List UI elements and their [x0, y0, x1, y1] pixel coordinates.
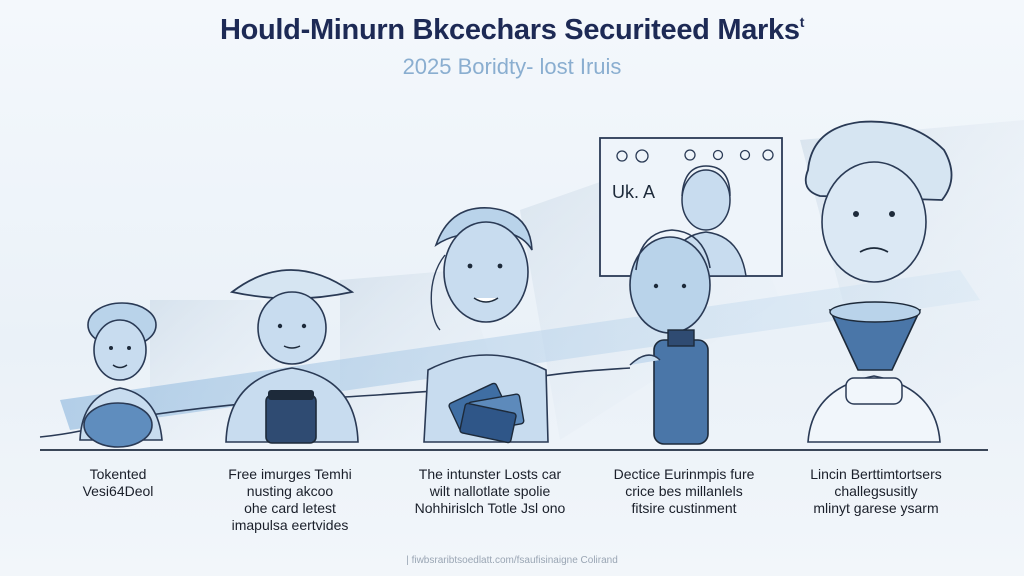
face — [443, 221, 529, 323]
caption-line: nusting akcoo — [246, 483, 334, 499]
jar-lid — [268, 390, 314, 400]
caption-line: Lincin Berttimtortsers — [810, 466, 942, 482]
caption-1: Tokented Vesi64Deol — [18, 466, 218, 500]
page-title: Hould-Minurn Bkcechars Securiteed Markst — [0, 14, 1024, 47]
eye — [467, 263, 473, 269]
clock-icon — [635, 149, 649, 163]
settings-icon — [762, 149, 774, 161]
eye — [681, 283, 687, 289]
caption-line: imapulsa eertvides — [231, 517, 349, 533]
portrait-hair — [681, 165, 731, 197]
face — [93, 319, 147, 381]
funnel-top — [829, 301, 921, 323]
connector-line — [430, 254, 446, 331]
eye — [277, 323, 283, 329]
caption-line: wilt nallotlate spolie — [429, 483, 551, 499]
mouth — [473, 297, 499, 303]
bottle — [653, 339, 709, 445]
caption-line: fitsire custinment — [631, 500, 737, 516]
frown — [859, 247, 889, 253]
mouth — [112, 364, 128, 369]
caption-line: mlinyt garese ysarm — [813, 500, 939, 516]
ground-line — [40, 449, 988, 451]
figure-money-person — [423, 207, 549, 444]
mouth — [283, 345, 301, 349]
bell-icon — [739, 149, 751, 161]
hand — [629, 354, 661, 366]
caption-line: Vesi64Deol — [82, 483, 154, 499]
bottle-neck — [667, 329, 695, 347]
eye — [889, 211, 895, 217]
eye — [301, 323, 307, 329]
caption-line: Free imurges Temhi — [228, 466, 352, 482]
portrait-face — [681, 169, 731, 231]
caption-line: challegsusitly — [834, 483, 918, 499]
eye — [127, 346, 131, 350]
eye — [653, 283, 659, 289]
magnifier-icon — [712, 149, 724, 161]
source-footer: | fiwbsraribtsoedlatt.com/fsaufisinaigne… — [406, 555, 618, 566]
page-subtitle: 2025 Boridty- lost Iruis — [402, 54, 622, 79]
caption-line: Tokented — [89, 466, 147, 482]
figure-bottle-person — [629, 229, 711, 445]
banknotes — [448, 382, 525, 444]
eye — [853, 211, 859, 217]
gear-icon — [616, 150, 628, 162]
caption-3: The intunster Losts car wilt nallotlate … — [390, 466, 590, 517]
collar — [845, 377, 903, 405]
sweater — [807, 375, 941, 443]
face — [821, 161, 927, 283]
caption-5: Lincin Berttimtortsers challegsusitly ml… — [776, 466, 976, 517]
caption-line: crice bes millanlels — [625, 483, 743, 499]
page-title-text: Hould-Minurn Bkcechars Securiteed Marks — [219, 14, 800, 46]
face — [257, 291, 327, 365]
hair — [635, 229, 711, 271]
eye — [109, 346, 113, 350]
figure-hat-person — [225, 269, 359, 444]
person-icon — [684, 149, 696, 161]
caption-line: Dectice Eurinmpis fure — [613, 466, 755, 482]
cloth-bundle — [83, 402, 153, 448]
eye — [497, 263, 503, 269]
jar — [265, 394, 317, 444]
page-title-tail: t — [799, 14, 805, 30]
hat — [229, 269, 355, 300]
caption-line: ohe card letest — [244, 500, 336, 516]
figure-worried-teen — [804, 120, 953, 443]
caption-4: Dectice Eurinmpis fure crice bes millanl… — [584, 466, 784, 517]
caption-2: Free imurges Temhi nusting akcoo ohe car… — [190, 466, 390, 534]
figure-child — [79, 302, 163, 448]
head — [629, 236, 711, 334]
caption-line: Nohhirislch Totle Jsl ono — [414, 500, 566, 516]
frame-label: Uk. A — [612, 182, 655, 202]
caption-line: The intunster Losts car — [418, 466, 562, 482]
